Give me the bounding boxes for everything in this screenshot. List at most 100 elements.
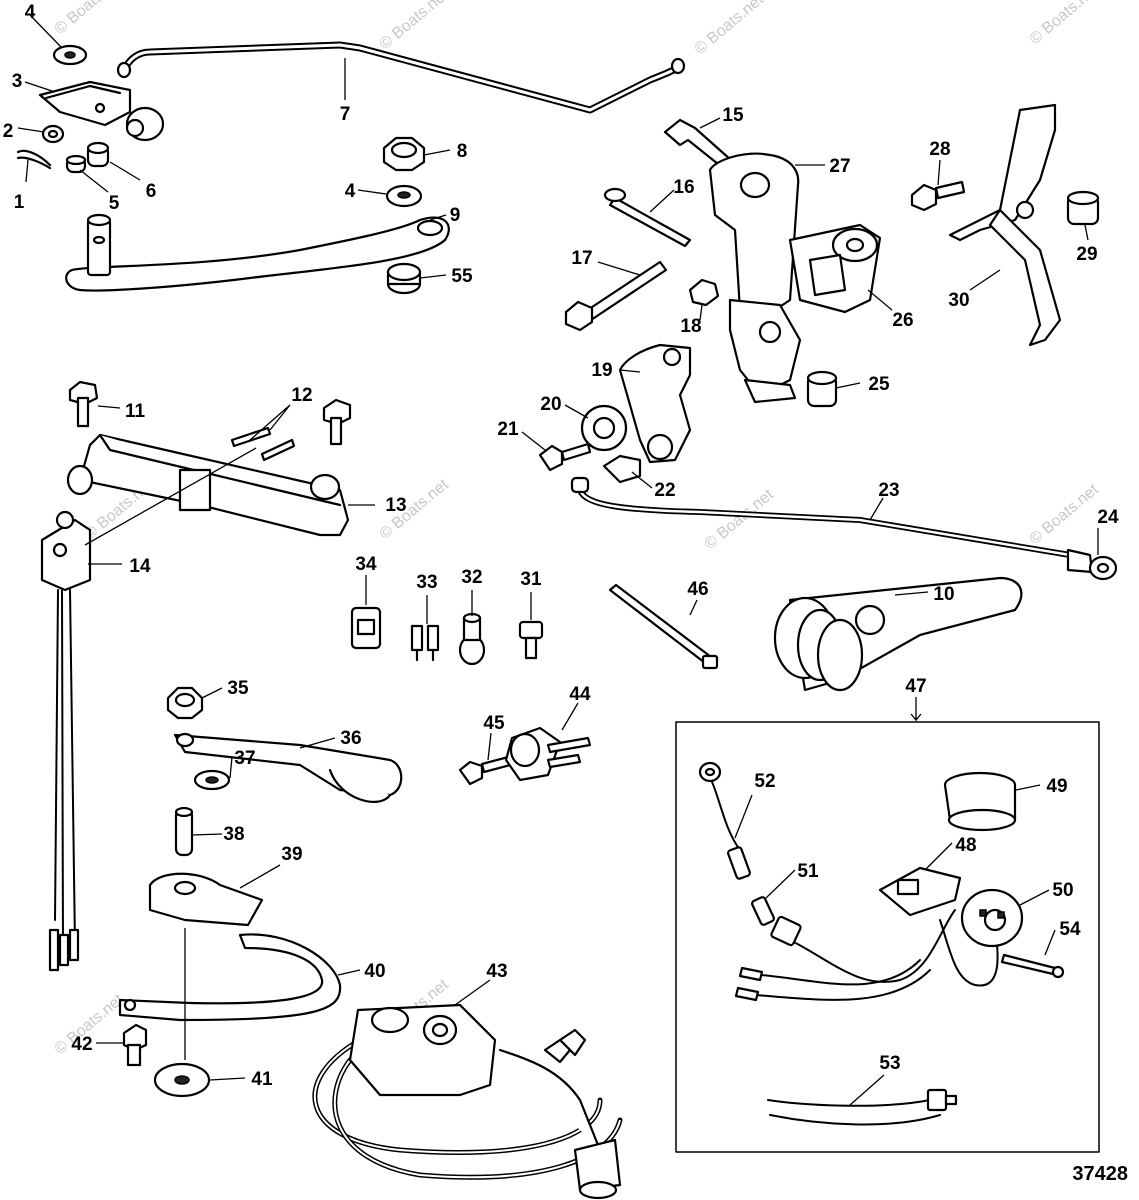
part-28-bolt	[910, 180, 966, 212]
callout-47: 47	[905, 676, 926, 697]
callout-39: 39	[281, 844, 302, 865]
part-46-cable-tie	[608, 583, 719, 670]
callout-33: 33	[416, 572, 437, 593]
part-12-screws	[230, 426, 296, 462]
part-51-fuse	[751, 896, 775, 926]
callout-40: 40	[364, 961, 385, 982]
part-55-bushing	[386, 262, 422, 295]
callout-42: 42	[71, 1034, 92, 1055]
figure-number: 37428	[1072, 1163, 1128, 1185]
callout-4-top: 4	[25, 2, 36, 23]
part-31-screw	[518, 620, 544, 660]
part-16-pin	[603, 187, 692, 248]
watermark: © Boats.net	[52, 0, 128, 38]
callout-31: 31	[520, 569, 542, 590]
callout-22: 22	[654, 480, 675, 501]
callout-26: 26	[892, 310, 913, 331]
part-2-washer	[41, 124, 65, 144]
part-7-link-rod	[116, 41, 686, 114]
part-18-nut	[688, 278, 720, 307]
watermark: © Boats.net	[692, 0, 768, 58]
callout-53: 53	[879, 1053, 900, 1074]
callout-48: 48	[955, 835, 976, 856]
part-33-terminals	[410, 624, 440, 662]
part-20-grommet	[580, 404, 628, 452]
callout-16: 16	[673, 177, 694, 198]
callout-27: 27	[829, 156, 850, 177]
part-43-wire-harness	[312, 1003, 623, 1200]
callout-28: 28	[929, 139, 950, 160]
callout-21: 21	[497, 419, 519, 440]
callout-12: 12	[291, 385, 312, 406]
callout-35: 35	[227, 678, 249, 699]
part-50-ignition-cap	[960, 888, 1024, 948]
callout-43: 43	[486, 961, 507, 982]
part-42-bolt	[122, 1023, 148, 1067]
callout-45: 45	[483, 713, 505, 734]
callout-3: 3	[12, 71, 23, 92]
callout-37: 37	[234, 748, 255, 769]
part-5-6-bushings	[65, 141, 110, 174]
callout-24: 24	[1097, 507, 1119, 528]
part-34-clip	[350, 606, 382, 650]
part-8-nut	[382, 136, 426, 172]
watermark: © Boats.net	[377, 0, 453, 53]
callout-17: 17	[571, 248, 592, 269]
callout-13: 13	[385, 495, 406, 516]
part-32-stud	[458, 612, 486, 666]
part-27-bracket	[708, 152, 802, 404]
part-22-clip	[602, 454, 642, 484]
callout-5: 5	[109, 193, 120, 214]
callout-49: 49	[1046, 776, 1067, 797]
callout-55: 55	[451, 266, 473, 287]
callout-10: 10	[933, 584, 954, 605]
watermark: © Boats.net	[702, 486, 778, 553]
callout-7: 7	[340, 104, 351, 125]
callout-23: 23	[878, 480, 899, 501]
part-14-control-arm	[40, 510, 92, 972]
callout-4-mid: 4	[345, 181, 356, 202]
callout-9: 9	[450, 205, 461, 226]
part-35-nut	[166, 686, 204, 720]
part-11-bolt-2	[322, 398, 352, 446]
callout-25: 25	[868, 374, 890, 395]
callout-46: 46	[687, 579, 708, 600]
callout-20: 20	[540, 394, 561, 415]
part-36-arm	[173, 732, 403, 803]
callout-11: 11	[125, 401, 146, 422]
watermark: © Boats.net	[1027, 0, 1103, 48]
part-4-washer	[52, 44, 88, 66]
part-9-lever-arm	[65, 213, 450, 292]
callout-38: 38	[223, 824, 244, 845]
part-21-screw	[538, 442, 592, 472]
callout-51: 51	[797, 861, 819, 882]
kit-box-47	[675, 721, 1100, 1153]
callout-32: 32	[461, 567, 482, 588]
part-49-sleeve	[943, 771, 1017, 832]
watermark: © Boats.net	[1027, 481, 1103, 548]
part-3-bracket	[38, 80, 165, 142]
callout-50: 50	[1052, 880, 1073, 901]
callout-36: 36	[340, 728, 361, 749]
part-53-jumper	[767, 1088, 958, 1126]
part-38-pin	[174, 806, 194, 857]
part-54-screw	[1000, 953, 1065, 979]
part-23-cable	[570, 476, 1073, 558]
callout-30: 30	[948, 290, 969, 311]
callout-19: 19	[591, 360, 612, 381]
callout-15: 15	[722, 105, 744, 126]
callout-54: 54	[1059, 919, 1081, 940]
part-39-plate	[148, 872, 264, 927]
part-17-bolt	[564, 260, 668, 332]
part-29-spacer	[1066, 190, 1100, 226]
part-11-bolt	[68, 380, 99, 428]
part-13-bracket	[66, 433, 350, 537]
part-48-plug	[734, 866, 999, 1002]
part-44-switch	[504, 726, 592, 782]
callout-44: 44	[569, 684, 591, 705]
part-24-terminal	[1066, 548, 1118, 581]
part-26-clip	[788, 223, 882, 314]
callout-18: 18	[680, 316, 701, 337]
callout-29: 29	[1076, 244, 1097, 265]
